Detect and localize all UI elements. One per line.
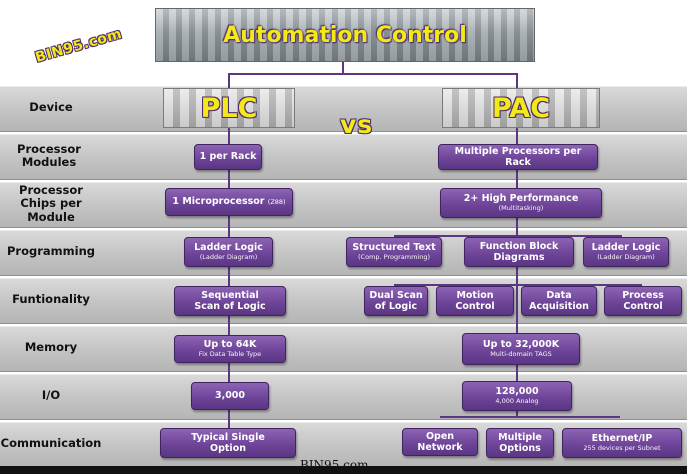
pac-processor-modules-box: Multiple Processors per Rack [438, 144, 598, 170]
row-label-io: I/O [41, 388, 61, 403]
pac-functionality-box-4: Process Control [604, 286, 682, 316]
row-label-functionality: Funtionality [12, 292, 90, 307]
pac-communication-3-subtext: 255 devices per Subnet [583, 443, 661, 452]
connector-pac-functionality-h [394, 284, 642, 286]
connector-plc-spine [228, 126, 230, 428]
plc-label: PLC [200, 92, 258, 124]
pac-programming-box-3: Ladder Logic (Ladder Diagram) [583, 237, 669, 267]
connector-pac-communication-h [440, 416, 620, 418]
plc-programming-box: Ladder Logic (Ladder Diagram) [184, 237, 273, 267]
plc-device-image: PLC [163, 88, 295, 128]
pac-processor-chips-box: 2+ High Performance (Multitasking) [440, 188, 602, 218]
pac-label: PAC [491, 92, 551, 124]
connector-pac-spine [516, 126, 518, 416]
plc-programming-subtext: (Ladder Diagram) [199, 252, 258, 261]
plc-functionality-text: Sequential [201, 289, 259, 301]
pac-communication-box-2: Multiple Options [486, 428, 554, 458]
plc-functionality-box: Sequential Scan of Logic [174, 286, 286, 316]
pac-functionality-3-text-2: Acquisition [529, 301, 589, 312]
pac-memory-text: Up to 32,000K [482, 339, 560, 351]
pac-programming-box-1: Structured Text (Comp. Programming) [346, 237, 442, 267]
pac-device-image: PAC [442, 88, 600, 128]
pac-communication-2-text-2: Options [499, 443, 541, 454]
pac-memory-box: Up to 32,000K Multi-domain TAGS [462, 333, 580, 365]
pac-communication-2-text: Multiple [498, 431, 542, 443]
pac-programming-1-subtext: (Comp. Programming) [358, 252, 430, 261]
plc-communication-text-2: Option [210, 443, 246, 454]
bottom-border [0, 466, 687, 474]
row-band-io [0, 374, 687, 420]
header-title: Automation Control [223, 22, 467, 48]
pac-functionality-4-text-2: Control [623, 301, 663, 312]
plc-processor-modules-text: 1 per Rack [199, 151, 257, 163]
pac-io-subtext: 4,000 Analog [495, 396, 539, 405]
pac-io-text: 128,000 [495, 386, 539, 398]
row-label-device: Device [29, 100, 73, 115]
connector-pac-programming-h [394, 235, 622, 237]
watermark-logo: BIN95.com [33, 25, 124, 67]
row-label-communication: Communication [0, 436, 102, 451]
pac-communication-box-1: Open Network [402, 428, 478, 456]
pac-programming-3-text: Ladder Logic [591, 242, 661, 254]
footer-text: BIN95.com [300, 458, 369, 472]
pac-functionality-2-text-2: Control [455, 301, 495, 312]
pac-programming-3-subtext: (Ladder Diagram) [597, 252, 655, 261]
pac-programming-box-2: Function Block Diagrams [464, 237, 574, 267]
row-band-memory [0, 326, 687, 372]
connector-top-horizontal [228, 73, 517, 75]
connector-pac-drop [516, 73, 518, 89]
vs-label: vs [340, 110, 374, 139]
plc-processor-chips-box: 1 Microprocessor (Z88) [165, 188, 293, 216]
pac-functionality-4-text: Process [622, 289, 664, 301]
pac-functionality-1-text: Dual Scan [369, 289, 423, 301]
header-banner: Automation Control [155, 8, 535, 62]
plc-memory-box: Up to 64K Fix Data Table Type [174, 335, 286, 363]
row-label-memory: Memory [24, 340, 78, 355]
pac-programming-2-text-2: Diagrams [493, 252, 545, 263]
pac-functionality-box-3: Data Acquisition [521, 286, 597, 316]
row-label-processor-chips: Processor Chips per Module [19, 183, 83, 224]
pac-functionality-3-text: Data [546, 289, 572, 301]
pac-processor-chips-text: 2+ High Performance [463, 193, 579, 205]
pac-programming-2-text: Function Block [479, 240, 559, 252]
pac-functionality-2-text: Motion [456, 289, 494, 301]
plc-processor-modules-box: 1 per Rack [194, 144, 262, 170]
connector-plc-drop [228, 73, 230, 89]
plc-memory-subtext: Fix Data Table Type [198, 349, 262, 358]
plc-communication-text: Typical Single [191, 431, 265, 443]
pac-communication-3-text: Ethernet/IP [591, 433, 653, 445]
pac-memory-subtext: Multi-domain TAGS [490, 349, 552, 358]
pac-functionality-box-2: Motion Control [436, 286, 514, 316]
pac-communication-1-text: Open Network [417, 430, 463, 453]
plc-processor-chips-text: 1 Microprocessor (Z88) [172, 196, 286, 208]
plc-memory-text: Up to 64K [203, 339, 257, 351]
pac-communication-box-3: Ethernet/IP 255 devices per Subnet [562, 428, 682, 458]
pac-io-box: 128,000 4,000 Analog [462, 381, 572, 411]
pac-functionality-1-text-2: of Logic [374, 301, 418, 312]
pac-functionality-box-1: Dual Scan of Logic [364, 286, 428, 316]
pac-processor-modules-text: Multiple Processors per Rack [454, 145, 582, 168]
plc-functionality-text-2: Scan of Logic [194, 301, 266, 312]
plc-programming-text: Ladder Logic [194, 242, 263, 254]
plc-io-text: 3,000 [214, 390, 246, 402]
pac-processor-chips-subtext: (Multitasking) [498, 203, 544, 212]
row-label-processor-modules: Processor Modules [17, 141, 81, 169]
plc-io-box: 3,000 [191, 382, 269, 410]
plc-communication-box: Typical Single Option [160, 428, 296, 458]
connector-banner-stem [342, 60, 344, 74]
pac-programming-1-text: Structured Text [352, 242, 436, 254]
row-label-programming: Programming [7, 244, 95, 259]
